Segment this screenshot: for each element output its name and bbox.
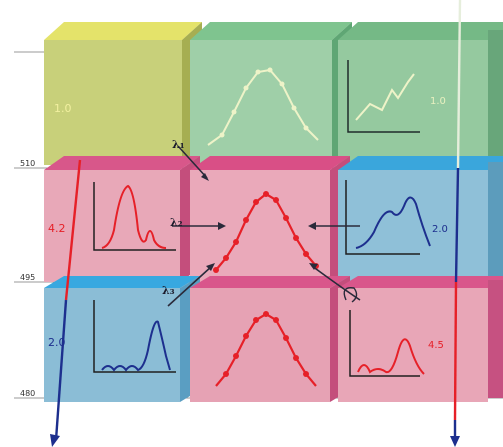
curve-points bbox=[213, 191, 319, 273]
right-vertical-line-red bbox=[453, 281, 458, 421]
lambda-label-left: λ₂ bbox=[170, 216, 183, 229]
right-vertical-line-blue bbox=[454, 167, 460, 283]
axis-label-495: 495 bbox=[20, 273, 35, 282]
cube-top-face bbox=[44, 156, 200, 170]
curve-points bbox=[223, 311, 309, 377]
cube-value-label: 1.0 bbox=[430, 96, 446, 107]
cube-top-face bbox=[338, 276, 503, 288]
cube-mid-center bbox=[190, 156, 350, 282]
cube-bot-right: 4.5 bbox=[338, 276, 503, 402]
cube-value-label: 4.2 bbox=[48, 222, 66, 235]
left-vertical-line-blue bbox=[54, 299, 68, 441]
cube-top-face bbox=[190, 276, 350, 288]
axis-label-480: 480 bbox=[20, 389, 35, 398]
cube-front-face bbox=[44, 40, 182, 165]
cube-bot-center bbox=[190, 276, 350, 402]
arrows bbox=[167, 145, 361, 307]
spectrum-plot-icon bbox=[93, 300, 176, 373]
cube-top-face bbox=[338, 22, 503, 40]
cube-top-face bbox=[190, 156, 350, 170]
cube-top-right: 1.0 bbox=[338, 22, 503, 165]
cube-top-middle bbox=[190, 22, 352, 165]
cube-value-label: 2.0 bbox=[432, 224, 448, 235]
cube-top-face bbox=[44, 276, 200, 288]
cube-value-label: 2.0 bbox=[48, 336, 66, 349]
spectrum-plot-icon bbox=[93, 182, 176, 251]
cube-mid-right: 2.0 bbox=[338, 156, 503, 282]
cube-front-face bbox=[338, 170, 488, 282]
curve-points bbox=[219, 67, 309, 138]
arrow-bottom-right bbox=[311, 265, 361, 301]
cube-top-face bbox=[190, 22, 352, 40]
cube-side-face bbox=[488, 280, 503, 398]
right-vertical-line-pale bbox=[456, 0, 462, 169]
cube-front-face bbox=[190, 288, 330, 402]
curl-mark bbox=[343, 287, 358, 303]
cube-side-face bbox=[488, 162, 503, 277]
gaussian-curve bbox=[207, 68, 319, 146]
cube-front-face bbox=[338, 288, 488, 402]
spectrum-plot-icon bbox=[347, 60, 420, 133]
spectrum-plot-icon bbox=[345, 180, 431, 255]
cube-value-label: 1.0 bbox=[54, 102, 72, 115]
cube-top-face bbox=[44, 22, 202, 40]
axis-label-510: 510 bbox=[20, 159, 35, 168]
lambda-label-top: λ₁ bbox=[172, 138, 185, 151]
cube-top-face bbox=[338, 156, 503, 170]
spectrum-plot-icon bbox=[349, 310, 425, 377]
cube-side-face bbox=[488, 30, 503, 160]
arrow-lambda-bottom bbox=[167, 265, 213, 307]
left-vertical-line-red bbox=[64, 159, 82, 301]
arrow-lambda-top bbox=[177, 145, 208, 179]
cube-front-face bbox=[190, 40, 332, 165]
left-line-arrowhead bbox=[50, 434, 60, 447]
cube-value-label: 4.5 bbox=[428, 340, 444, 351]
lambda-label-bottom: λ₃ bbox=[162, 284, 175, 297]
cube-front-face bbox=[44, 170, 180, 282]
cube-front-face bbox=[338, 40, 488, 165]
cube-top-left: 1.0 bbox=[44, 22, 202, 165]
right-line-arrowhead bbox=[450, 436, 460, 447]
